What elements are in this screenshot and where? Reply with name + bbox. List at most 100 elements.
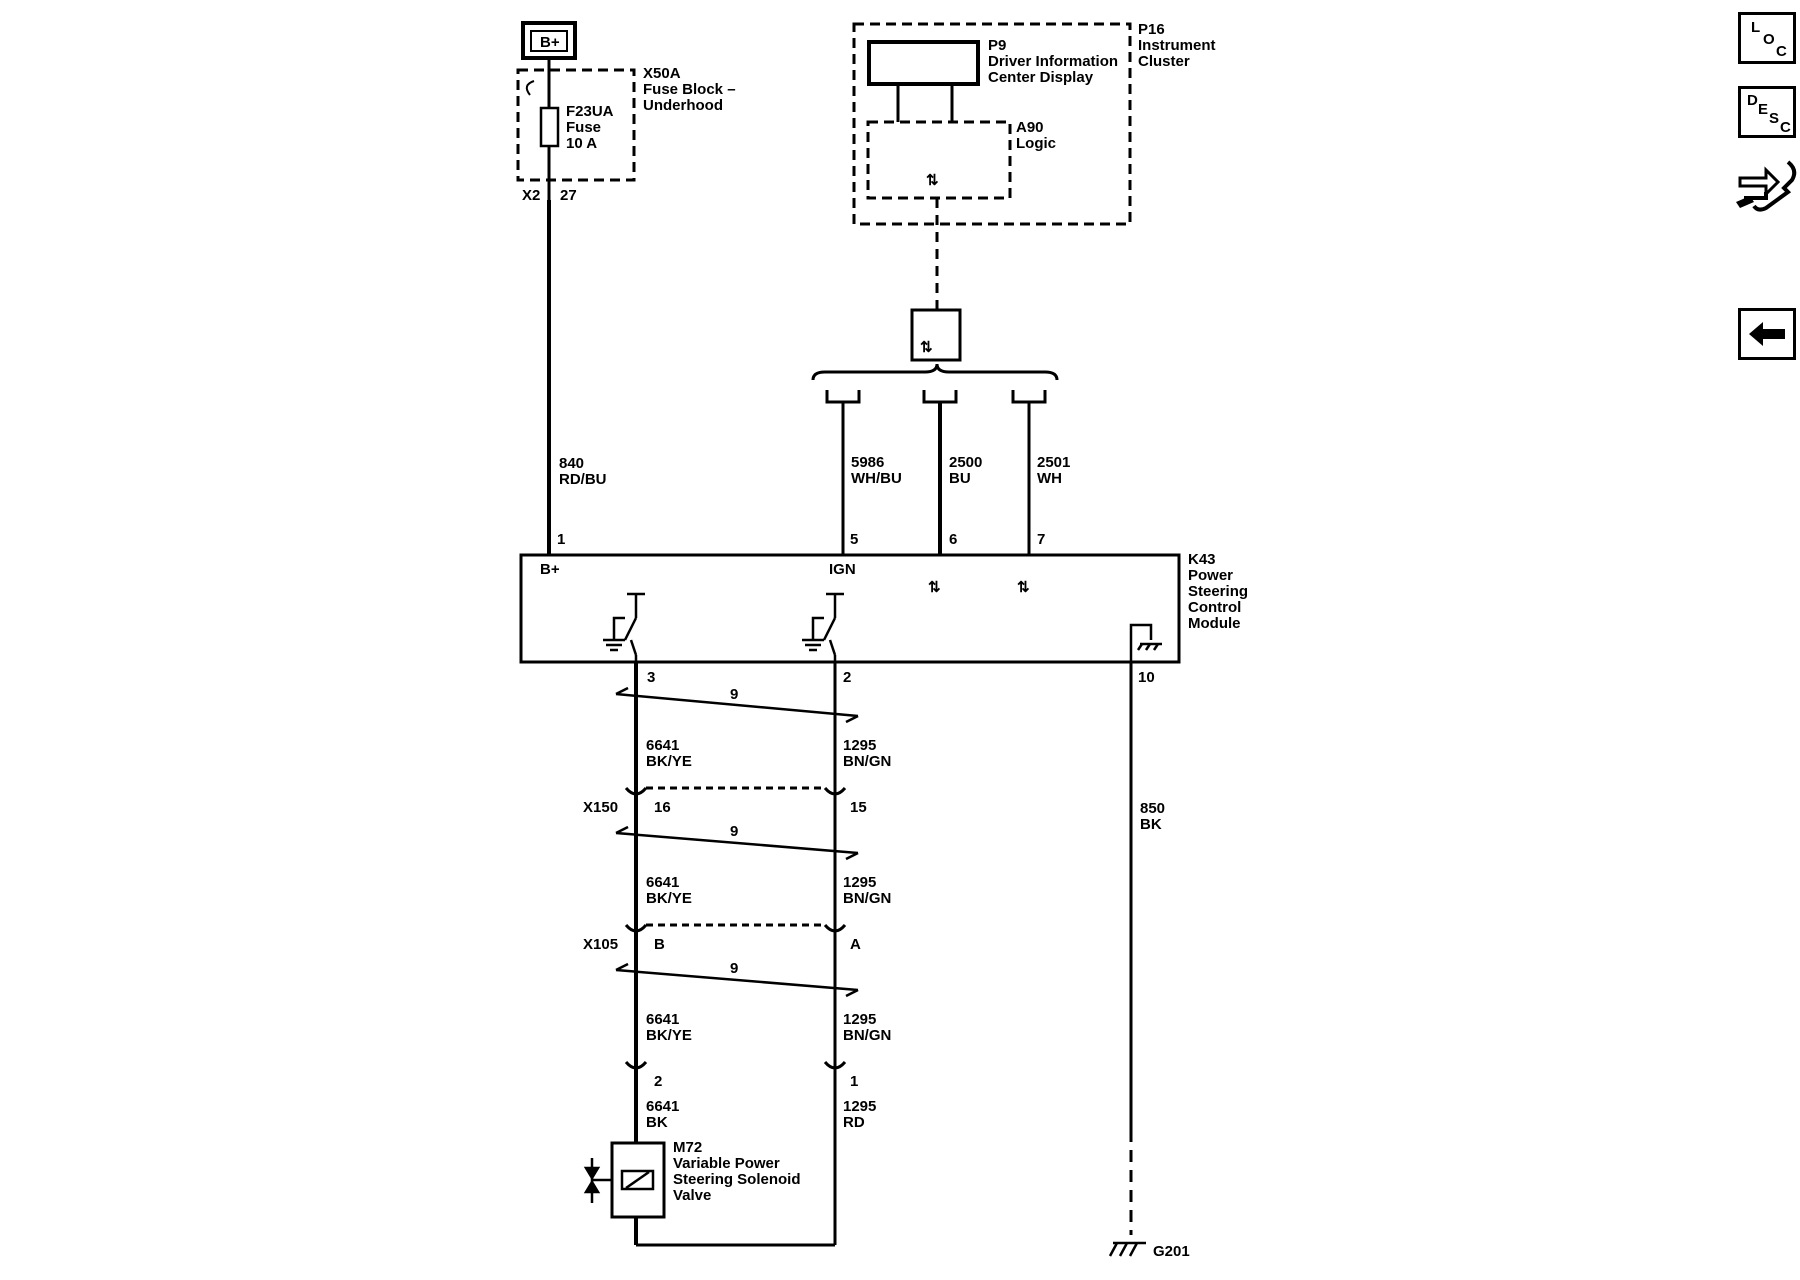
chassis-ground-symbol — [1108, 1241, 1146, 1257]
serial-data-arrows-icon: ⇅ — [920, 339, 933, 356]
display-box — [867, 40, 980, 86]
loc-letter-o: O — [1763, 31, 1775, 48]
fuse-rating: 10 A — [566, 135, 597, 152]
location-button[interactable]: L O C — [1738, 12, 1796, 64]
wire-6641b-color: BK/YE — [646, 890, 692, 907]
wire-850-color: BK — [1140, 816, 1162, 833]
connector-valve — [624, 1060, 847, 1070]
back-button[interactable] — [1738, 308, 1796, 360]
valve-name2: Steering Solenoid — [673, 1171, 801, 1188]
fuse-block-outline — [516, 68, 636, 182]
module-pin-6: 6 — [949, 531, 957, 548]
ground-id: G201 — [1153, 1243, 1190, 1260]
wire-6641c-circuit: 6641 — [646, 1011, 679, 1028]
wire-6641a-circuit: 6641 — [646, 737, 679, 754]
valve-pin-2: 2 — [654, 1073, 662, 1090]
display-name: Driver Information — [988, 53, 1118, 70]
connector-x150 — [624, 786, 847, 796]
twist-label-2: 9 — [730, 823, 738, 840]
wire-6641d-circuit: 6641 — [646, 1098, 679, 1115]
wire-1295b-color: BN/GN — [843, 890, 891, 907]
valve-id: M72 — [673, 1139, 702, 1156]
module-name1: Power — [1188, 567, 1233, 584]
wire-6641c-color: BK/YE — [646, 1027, 692, 1044]
module-ground-symbol — [1129, 623, 1162, 662]
x105-pin-a: A — [850, 936, 861, 953]
module-data-arrows-icon-6: ⇅ — [928, 579, 941, 596]
logic-arrows-icon: ⇅ — [926, 172, 939, 189]
wire-6641a-color: BK/YE — [646, 753, 692, 770]
wire-1295a-color: BN/GN — [843, 753, 891, 770]
wire-1295d-color: RD — [843, 1114, 865, 1131]
desc-letter-c: C — [1780, 119, 1791, 136]
module-name3: Control — [1188, 599, 1241, 616]
valve-name3: Valve — [673, 1187, 711, 1204]
twist-label-1: 9 — [730, 686, 738, 703]
x150-pin-16: 16 — [654, 799, 671, 816]
display-id: P9 — [988, 37, 1006, 54]
valve-name1: Variable Power — [673, 1155, 780, 1172]
back-arrow-icon — [1749, 322, 1785, 346]
wire-6641b-circuit: 6641 — [646, 874, 679, 891]
fuse-block-name2: Underhood — [643, 97, 723, 114]
wire-840-circuit: 840 — [559, 455, 584, 472]
wire-1295d-circuit: 1295 — [843, 1098, 876, 1115]
x150-id: X150 — [583, 799, 618, 816]
cluster-name2: Cluster — [1138, 53, 1190, 70]
x105-pin-b: B — [654, 936, 665, 953]
wire-1295b-circuit: 1295 — [843, 874, 876, 891]
wire-6641d-color: BK — [646, 1114, 668, 1131]
module-pin-2: 2 — [843, 669, 851, 686]
connector-x105 — [624, 923, 847, 933]
serial-data-bracket — [811, 363, 1059, 381]
wire-2501-circuit: 2501 — [1037, 454, 1070, 471]
loc-letter-c: C — [1776, 43, 1787, 60]
wire-5986-circuit: 5986 — [851, 454, 884, 471]
battery-label: B+ — [540, 34, 560, 51]
wire-1295c-color: BN/GN — [843, 1027, 891, 1044]
x105-id: X105 — [583, 936, 618, 953]
wire-2500-color: BU — [949, 470, 971, 487]
wire-5986-color: WH/BU — [851, 470, 902, 487]
valve-pin-1: 1 — [850, 1073, 858, 1090]
loc-letter-l: L — [1751, 19, 1761, 36]
desc-letter-s: S — [1769, 110, 1780, 127]
module-name4: Module — [1188, 615, 1241, 632]
wire-1295a-circuit: 1295 — [843, 737, 876, 754]
fuse-pin: 27 — [560, 187, 577, 204]
low-side-driver-3 — [603, 592, 645, 662]
fuse-id: F23UA — [566, 103, 614, 120]
fuse-type: Fuse — [566, 119, 601, 136]
fuse-connector: X2 — [522, 187, 540, 204]
serial-data-box — [910, 308, 962, 362]
module-pin-10: 10 — [1138, 669, 1155, 686]
wire-2500-circuit: 2500 — [949, 454, 982, 471]
cluster-outline — [852, 22, 1132, 226]
cluster-id: P16 — [1138, 21, 1165, 38]
description-button[interactable]: D E S C — [1738, 86, 1796, 138]
module-data-arrows-icon-7: ⇅ — [1017, 579, 1030, 596]
fuse-symbol — [539, 106, 560, 148]
module-pin-5: 5 — [850, 531, 858, 548]
module-pin-1: 1 — [557, 531, 565, 548]
cluster-name: Instrument — [1138, 37, 1216, 54]
fuse-block-name: Fuse Block – — [643, 81, 736, 98]
wire-840-color: RD/BU — [559, 471, 607, 488]
module-ign-label: IGN — [829, 561, 856, 578]
module-name2: Steering — [1188, 583, 1248, 600]
x150-pin-15: 15 — [850, 799, 867, 816]
logic-box — [866, 120, 1012, 200]
module-pin-3: 3 — [647, 669, 655, 686]
logic-name: Logic — [1016, 135, 1056, 152]
repair-tools-button[interactable] — [1730, 152, 1798, 220]
solenoid-flow-icon — [583, 1158, 612, 1203]
desc-letter-d: D — [1747, 92, 1758, 109]
wire-2501-color: WH — [1037, 470, 1062, 487]
module-id: K43 — [1188, 551, 1216, 568]
twist-label-3: 9 — [730, 960, 738, 977]
desc-letter-e: E — [1758, 101, 1769, 118]
wire-1295c-circuit: 1295 — [843, 1011, 876, 1028]
logic-id: A90 — [1016, 119, 1044, 136]
module-bplus-label: B+ — [540, 561, 560, 578]
